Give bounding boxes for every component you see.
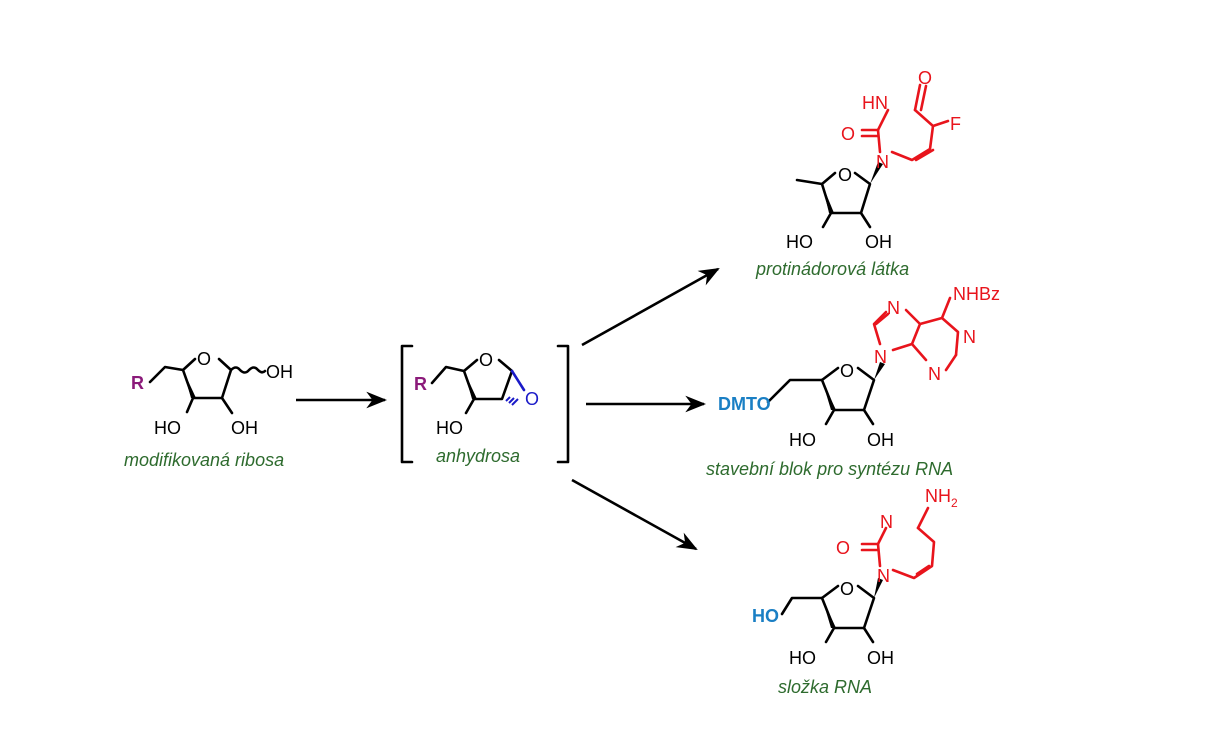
n3-label: N bbox=[928, 364, 941, 384]
rna-building-block-structure: O N N N N NHBz DMTO HO OH stavební blok … bbox=[706, 284, 1000, 479]
reaction-arrow-to-product-1 bbox=[581, 267, 720, 347]
ho5-label: HO bbox=[752, 606, 779, 626]
n9-label: N bbox=[874, 347, 887, 367]
ring-oxygen-label: O bbox=[479, 350, 493, 370]
carbonyl-oxygen-label: O bbox=[836, 538, 850, 558]
ho3-label: HO bbox=[786, 232, 813, 252]
dmto-label: DMTO bbox=[718, 394, 771, 414]
ring-oxygen-label: O bbox=[838, 165, 852, 185]
ring-oxygen-label: O bbox=[840, 361, 854, 381]
oh2-label: OH bbox=[867, 648, 894, 668]
ho3-label: HO bbox=[436, 418, 463, 438]
carbonyl-oxygen-top-label: O bbox=[918, 68, 932, 88]
oh2-label: OH bbox=[867, 430, 894, 450]
product-1-caption: protinádorová látka bbox=[755, 259, 909, 279]
n1-label: N bbox=[963, 327, 976, 347]
intermediate-caption: anhydrosa bbox=[436, 446, 520, 466]
start-caption: modifikovaná ribosa bbox=[124, 450, 284, 470]
ho3-label: HO bbox=[789, 648, 816, 668]
ring-oxygen-label: O bbox=[197, 349, 211, 369]
rna-component-structure: O N N O NH2 HO HO OH složka RNA bbox=[752, 486, 958, 697]
amino-group-label: NH2 bbox=[925, 486, 958, 510]
n1-label: N bbox=[876, 152, 889, 172]
r-group-label: R bbox=[414, 374, 427, 394]
product-3-caption: složka RNA bbox=[778, 677, 872, 697]
oh2-label: OH bbox=[231, 418, 258, 438]
oh2-label: OH bbox=[865, 232, 892, 252]
ring-oxygen-label: O bbox=[840, 579, 854, 599]
n7-label: N bbox=[887, 298, 900, 318]
carbonyl-oxygen-left-label: O bbox=[841, 124, 855, 144]
right-bracket bbox=[556, 344, 570, 464]
nhbz-label: NHBz bbox=[953, 284, 1000, 304]
modified-ribose-structure: O R OH HO OH modifikovaná ribosa bbox=[124, 349, 293, 470]
r-group-label: R bbox=[131, 373, 144, 393]
anhydrose-structure: O R O HO anhydrosa bbox=[400, 344, 570, 466]
ho3-label: HO bbox=[154, 418, 181, 438]
ho3-label: HO bbox=[789, 430, 816, 450]
antitumor-compound-structure: O N HN O O F HO OH protinádorová látka bbox=[755, 68, 961, 279]
epoxide-oxygen-label: O bbox=[525, 389, 539, 409]
n3-label: N bbox=[880, 512, 893, 532]
left-bracket bbox=[400, 344, 414, 464]
anomeric-oh-label: OH bbox=[266, 362, 293, 382]
n1-label: N bbox=[877, 566, 890, 586]
reaction-arrow-to-product-3 bbox=[571, 478, 698, 551]
hn-label: HN bbox=[862, 93, 888, 113]
product-2-caption: stavební blok pro syntézu RNA bbox=[706, 459, 953, 479]
fluorine-label: F bbox=[950, 114, 961, 134]
